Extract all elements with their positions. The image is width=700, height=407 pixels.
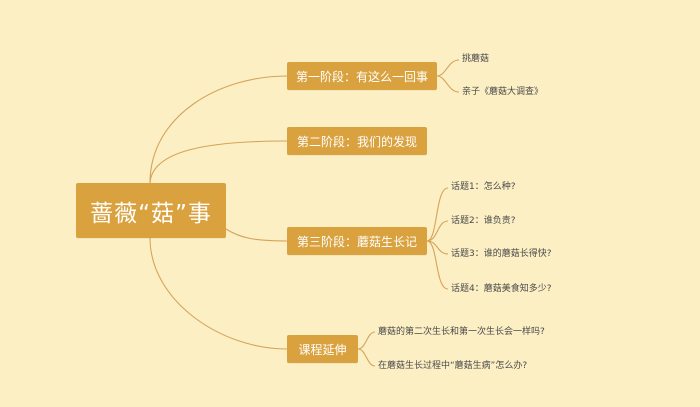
leaf-node-parent-child-survey: 亲子《蘑菇大调查》 — [462, 87, 544, 97]
root-node: 蔷薇“菇”事 — [76, 183, 226, 238]
leaf-node-topic-4: 话题4：蘑菇美食知多少? — [451, 284, 552, 294]
connector-branch-1-leaf-1 — [436, 59, 460, 77]
leaf-node-topic-1: 话题1：怎么种? — [451, 182, 516, 192]
branch-node-stage-1: 第一阶段：有这么一回事 — [287, 62, 437, 90]
connector-root-branch-1 — [149, 75, 288, 184]
branch-node-extension: 课程延伸 — [287, 335, 358, 363]
connector-branch-3-leaf-2 — [426, 220, 449, 242]
leaf-node-topic-3: 话题3：谁的蘑菇长得快? — [451, 249, 552, 259]
connector-branch-4-leaf-1 — [357, 331, 376, 350]
connector-root-branch-4 — [149, 237, 288, 350]
leaf-node-topic-2: 话题2：谁负责? — [451, 216, 516, 226]
connector-root-branch-2 — [149, 140, 288, 184]
connector-root-branch-3 — [225, 228, 288, 242]
branch-node-stage-2: 第二阶段：我们的发现 — [287, 127, 427, 155]
branch-node-stage-3: 第三阶段：蘑菇生长记 — [287, 227, 427, 255]
connector-branch-1-leaf-2 — [436, 75, 460, 93]
connector-branch-3-leaf-1 — [426, 187, 449, 242]
leaf-node-second-growth: 蘑菇的第二次生长和第一次生长会一样吗? — [378, 327, 545, 337]
leaf-node-mushroom-sick: 在蘑菇生长过程中“蘑菇生病”怎么办? — [378, 361, 528, 371]
leaf-node-pick-mushrooms: 挑蘑菇 — [462, 54, 490, 64]
connector-branch-4-leaf-2 — [357, 348, 376, 367]
connector-branch-3-leaf-4 — [426, 240, 449, 290]
